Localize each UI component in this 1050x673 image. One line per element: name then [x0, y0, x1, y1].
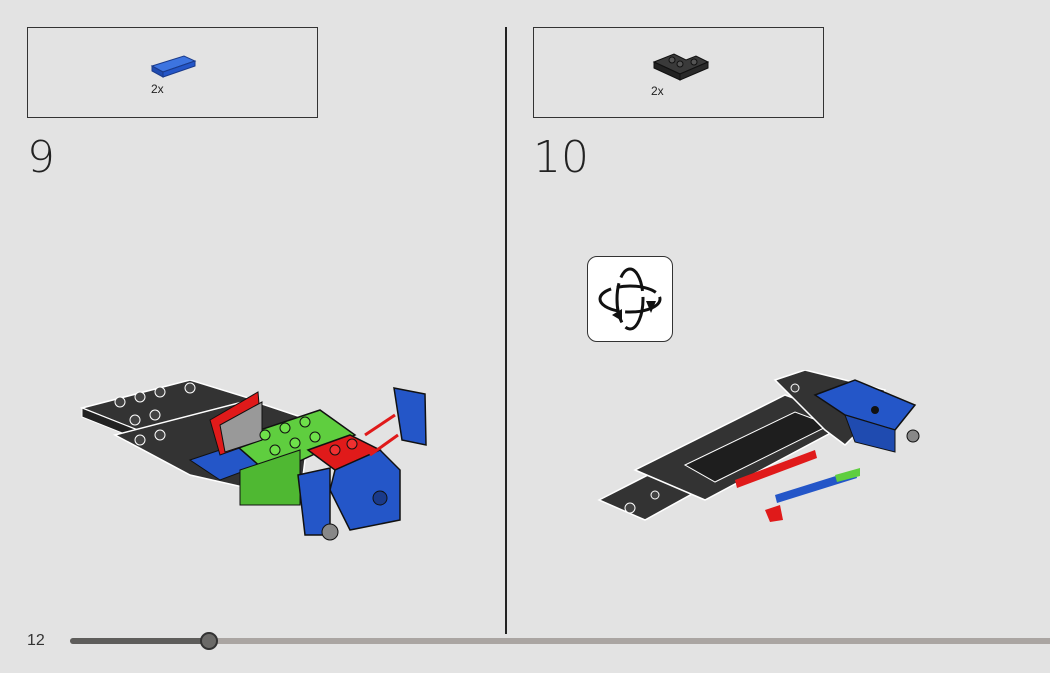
rotate-model-icon: [587, 256, 673, 342]
dark-plate-part-icon: [652, 53, 710, 81]
slider-thumb[interactable]: [199, 632, 218, 650]
page-progress-slider[interactable]: [70, 632, 1050, 650]
step-10-model-illustration: [597, 370, 920, 522]
slider-track[interactable]: [70, 638, 1050, 644]
part-quantity: 2x: [651, 84, 664, 98]
step-divider: [505, 27, 507, 634]
page-number: 12: [27, 632, 45, 649]
parts-callout-step-10: 2x: [533, 27, 824, 118]
blue-tile-part-icon: [150, 55, 197, 78]
step-9-model-illustration: [80, 380, 427, 541]
step-number: 9: [27, 132, 55, 183]
part-quantity: 2x: [151, 82, 164, 96]
slider-fill: [70, 638, 209, 644]
step-number: 10: [533, 132, 589, 183]
parts-callout-step-9: 2x: [27, 27, 318, 118]
